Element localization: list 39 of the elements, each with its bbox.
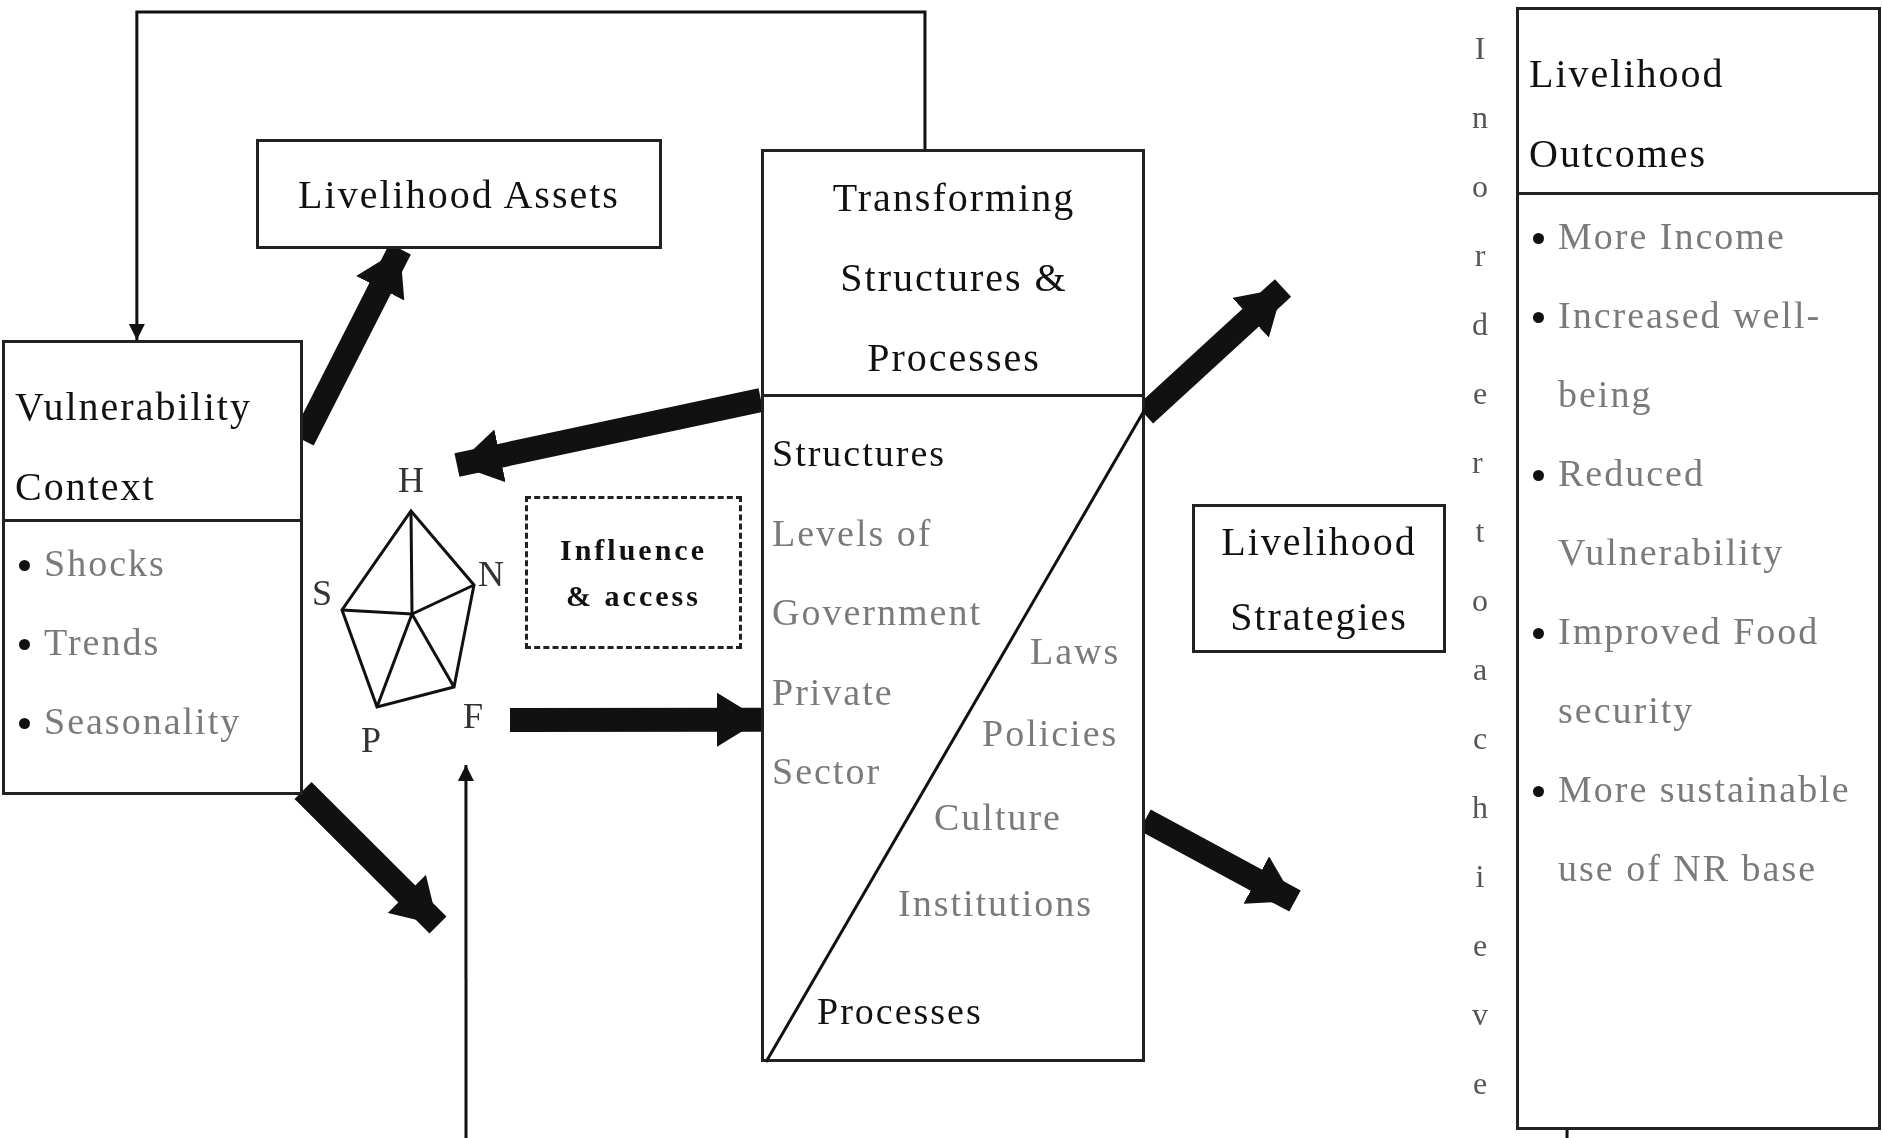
list-item: More sustainable use of NR base [1558,767,1852,891]
outcome-box [1516,7,1881,1130]
list-item: Policies [982,711,1119,756]
heading: Livelihood Outcomes [1529,50,1726,178]
box-label: Influence & access [559,531,708,614]
vertex-label: N [478,556,504,592]
process-box [761,149,1145,1062]
vertex-label: F [463,698,484,734]
context-box [2,340,303,795]
block-arrow [294,781,447,934]
arrow [128,10,927,340]
heading: Vulnerability Context [15,383,253,511]
section-heading: Structures [772,431,947,476]
vertical-label: In order to achieve [1472,29,1492,1103]
box-label: Livelihood Strategies [1220,517,1418,641]
heading: Transforming Structures & Processes [831,174,1077,382]
list-item: Laws [1030,629,1121,674]
vertex-label: P [361,722,382,758]
list-item: Private Sector [772,670,895,794]
vertex-label: S [312,575,333,611]
box-label: Livelihood Assets [298,170,620,219]
list-item: Culture [934,795,1062,840]
list-item: Seasonality [44,699,242,744]
list-item: More Income [1558,214,1786,259]
strategy-box [1192,504,1446,653]
vertex-label: H [398,462,424,498]
block-arrow [510,692,761,747]
list-item: Institutions [898,881,1094,926]
connector-line [1565,1130,1569,1138]
section-heading: Processes [817,989,983,1034]
list-item: Levels of Government [772,511,983,635]
list-item: Increased well-being [1558,293,1823,417]
list-item: Improved Food security [1558,609,1821,733]
list-item: Trends [44,620,161,665]
list-item: Shocks [44,541,166,586]
arrow [457,765,474,1138]
heading-box [256,139,662,249]
list-item: Reduced Vulnerability [1558,451,1786,575]
dashed-box [525,496,742,649]
